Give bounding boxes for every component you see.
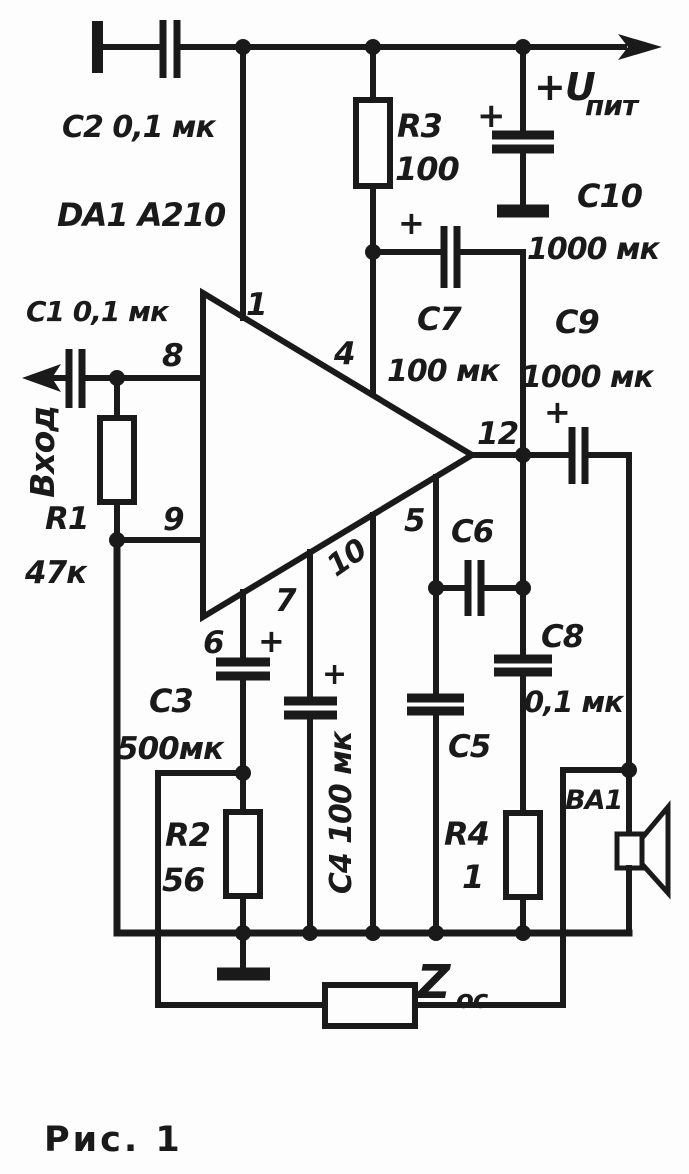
label-c10-value: 1000 мк <box>527 232 660 267</box>
pin7-branch <box>284 549 337 936</box>
output-network <box>469 427 637 778</box>
label-r2-value: 56 <box>162 861 205 899</box>
resistor-body <box>353 97 393 189</box>
speaker-horn-icon <box>639 800 671 900</box>
polarity-plus-c7: + <box>398 204 425 242</box>
label-pin4: 4 <box>333 336 355 372</box>
label-supply: +U <box>534 65 596 109</box>
speaker-ba1 <box>614 767 671 936</box>
feedback-network-zoc <box>155 767 632 1029</box>
resistor-body-r4 <box>503 810 543 900</box>
capacitor-c10 <box>492 44 554 218</box>
label-c10-name: C10 <box>577 177 643 215</box>
label-c1: C1 0,1 мк <box>26 295 170 328</box>
junction-dot <box>365 925 381 941</box>
supply-arrow-icon <box>618 34 662 60</box>
ground-rail <box>113 538 633 981</box>
label-zoc-sub: ос <box>456 985 489 1015</box>
resistor-r3 <box>353 44 393 399</box>
zobel-branch <box>494 452 552 936</box>
label-pin6: 6 <box>203 625 224 661</box>
capacitor-c2 <box>159 20 181 78</box>
junction-dot <box>515 925 531 941</box>
label-c5-name: C5 <box>448 729 490 765</box>
label-da1: DA1 A210 <box>57 196 226 234</box>
resistor-body-r1 <box>97 415 137 505</box>
wire-to-speaker <box>585 452 632 773</box>
label-pin9: 9 <box>163 502 184 538</box>
junction-dot <box>235 765 251 781</box>
polarity-plus-c10: + <box>477 96 506 136</box>
label-r2-name: R2 <box>165 816 210 854</box>
label-c2: C2 0,1 мк <box>62 110 216 145</box>
label-c3-value: 500мк <box>117 731 225 767</box>
label-pin1: 1 <box>246 287 267 323</box>
label-r1-name: R1 <box>45 501 88 537</box>
label-r3-name: R3 <box>397 107 442 145</box>
junction-dot <box>428 925 444 941</box>
label-c3-name: C3 <box>149 682 193 720</box>
label-ba1: BA1 <box>565 785 622 816</box>
polarity-plus-c4: + <box>322 657 347 692</box>
label-c9-value: 1000 мк <box>521 360 654 395</box>
speaker-body <box>614 831 645 871</box>
label-c7-value: 100 мк <box>387 354 501 389</box>
input-network <box>22 349 206 548</box>
capacitor-c7 <box>370 226 526 458</box>
label-c4: C4 100 мк <box>324 730 359 894</box>
figure-caption: Рис. 1 <box>44 1120 183 1160</box>
resistor-body-r2 <box>223 809 263 899</box>
amplifier-da1 <box>200 44 478 623</box>
label-r4-name: R4 <box>444 815 489 853</box>
label-pin12: 12 <box>477 416 518 452</box>
amplifier-triangle <box>200 287 478 623</box>
label-c6-name: C6 <box>451 514 494 550</box>
wire-ground-rail <box>113 538 633 937</box>
pin5-branch <box>407 474 531 936</box>
input-terminal-bar <box>92 21 103 73</box>
label-c7-name: C7 <box>417 300 462 338</box>
label-c9-name: C9 <box>555 303 599 341</box>
label-c8-name: C8 <box>541 619 584 655</box>
label-r1-value: 47к <box>24 555 88 591</box>
label-r3-value: 100 <box>395 150 460 188</box>
zoc-impedance-body <box>322 982 418 1029</box>
label-c8-value: 0,1 мк <box>524 685 625 719</box>
label-input: Вход <box>23 406 62 498</box>
wire-feedback-left <box>155 770 328 1008</box>
label-pin7: 7 <box>275 583 297 619</box>
label-pin5: 5 <box>404 503 425 539</box>
label-supply-sub: пит <box>585 89 640 122</box>
junction-dot <box>302 925 318 941</box>
label-r4-value: 1 <box>462 858 483 896</box>
polarity-plus-c9: + <box>544 393 571 431</box>
label-zoc-name: Z <box>415 955 452 1009</box>
label-pin8: 8 <box>162 338 183 374</box>
polarity-plus-c3: + <box>258 622 285 660</box>
wire-feedback-right <box>413 767 632 1008</box>
